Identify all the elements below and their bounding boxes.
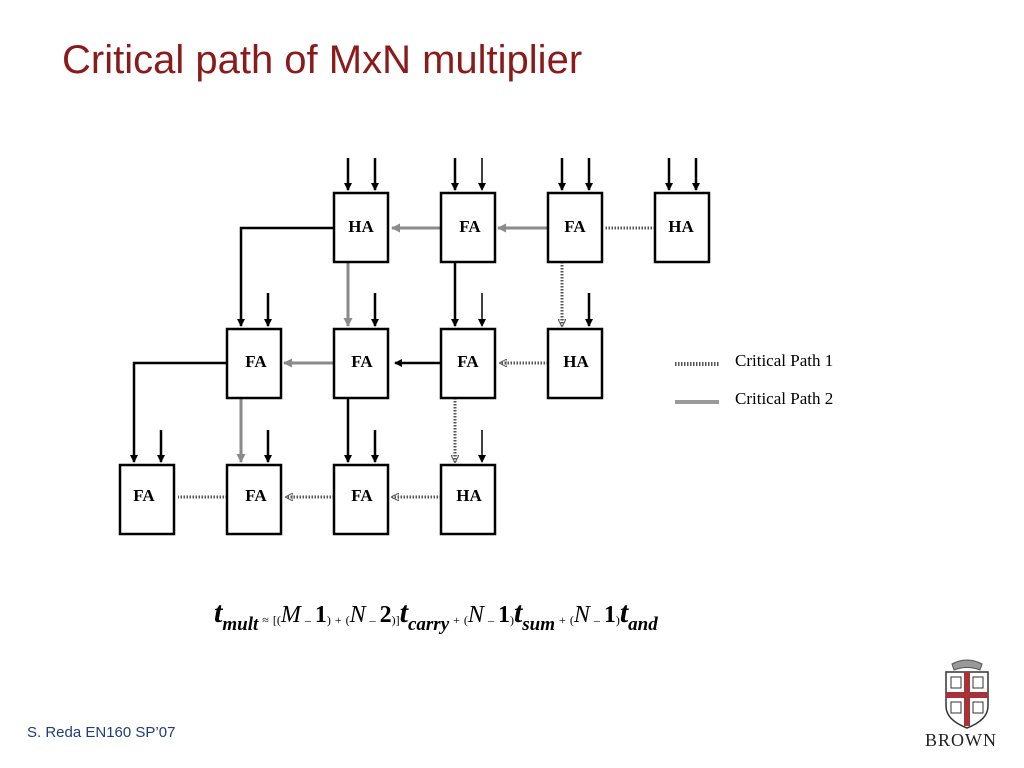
cell-r0-c0: HA [332, 191, 390, 264]
cell-r1-c1: FA [332, 327, 390, 400]
critical-path-1-lines [178, 226, 655, 497]
svg-text:HA: HA [668, 217, 694, 236]
cell-r0-c2: FA [546, 191, 604, 264]
cell-r2-c1: FA [225, 463, 283, 536]
input-arrows [157, 158, 700, 463]
brown-shield-logo [945, 659, 989, 729]
svg-text:FA: FA [351, 486, 373, 505]
svg-text:FA: FA [564, 217, 586, 236]
cell-r0-c1: FA [439, 191, 497, 264]
legend: Critical Path 1 Critical Path 2 [675, 351, 833, 408]
footer-text: S. Reda EN160 SP’07 [27, 724, 176, 741]
svg-text:HA: HA [563, 352, 589, 371]
cell-r0-c3: HA [653, 191, 711, 264]
svg-text:FA: FA [351, 352, 373, 371]
svg-text:HA: HA [348, 217, 374, 236]
delay-formula: tmult ≈ [(M – 1) + (N – 2)]tcarry + (N –… [214, 596, 658, 635]
legend-label-path-1: Critical Path 1 [735, 351, 833, 370]
svg-text:HA: HA [456, 486, 482, 505]
svg-text:FA: FA [459, 217, 481, 236]
svg-text:FA: FA [133, 486, 155, 505]
cell-r1-c3: HA [546, 327, 604, 400]
slide-title: Critical path of MxN multiplier [62, 38, 583, 82]
cell-r2-c2: FA [332, 463, 390, 536]
svg-text:FA: FA [245, 486, 267, 505]
critical-path-2-lines [236, 223, 548, 463]
svg-text:FA: FA [245, 352, 267, 371]
legend-label-path-2: Critical Path 2 [735, 389, 833, 408]
brown-logo-text: BROWN [925, 730, 997, 750]
svg-text:FA: FA [457, 352, 479, 371]
cell-r1-c0: FA [225, 327, 283, 400]
black-connections [130, 226, 459, 463]
cell-r2-c3: HA [439, 463, 497, 536]
cell-r1-c2: FA [439, 327, 497, 400]
cell-r2-c0: FA [118, 463, 176, 536]
